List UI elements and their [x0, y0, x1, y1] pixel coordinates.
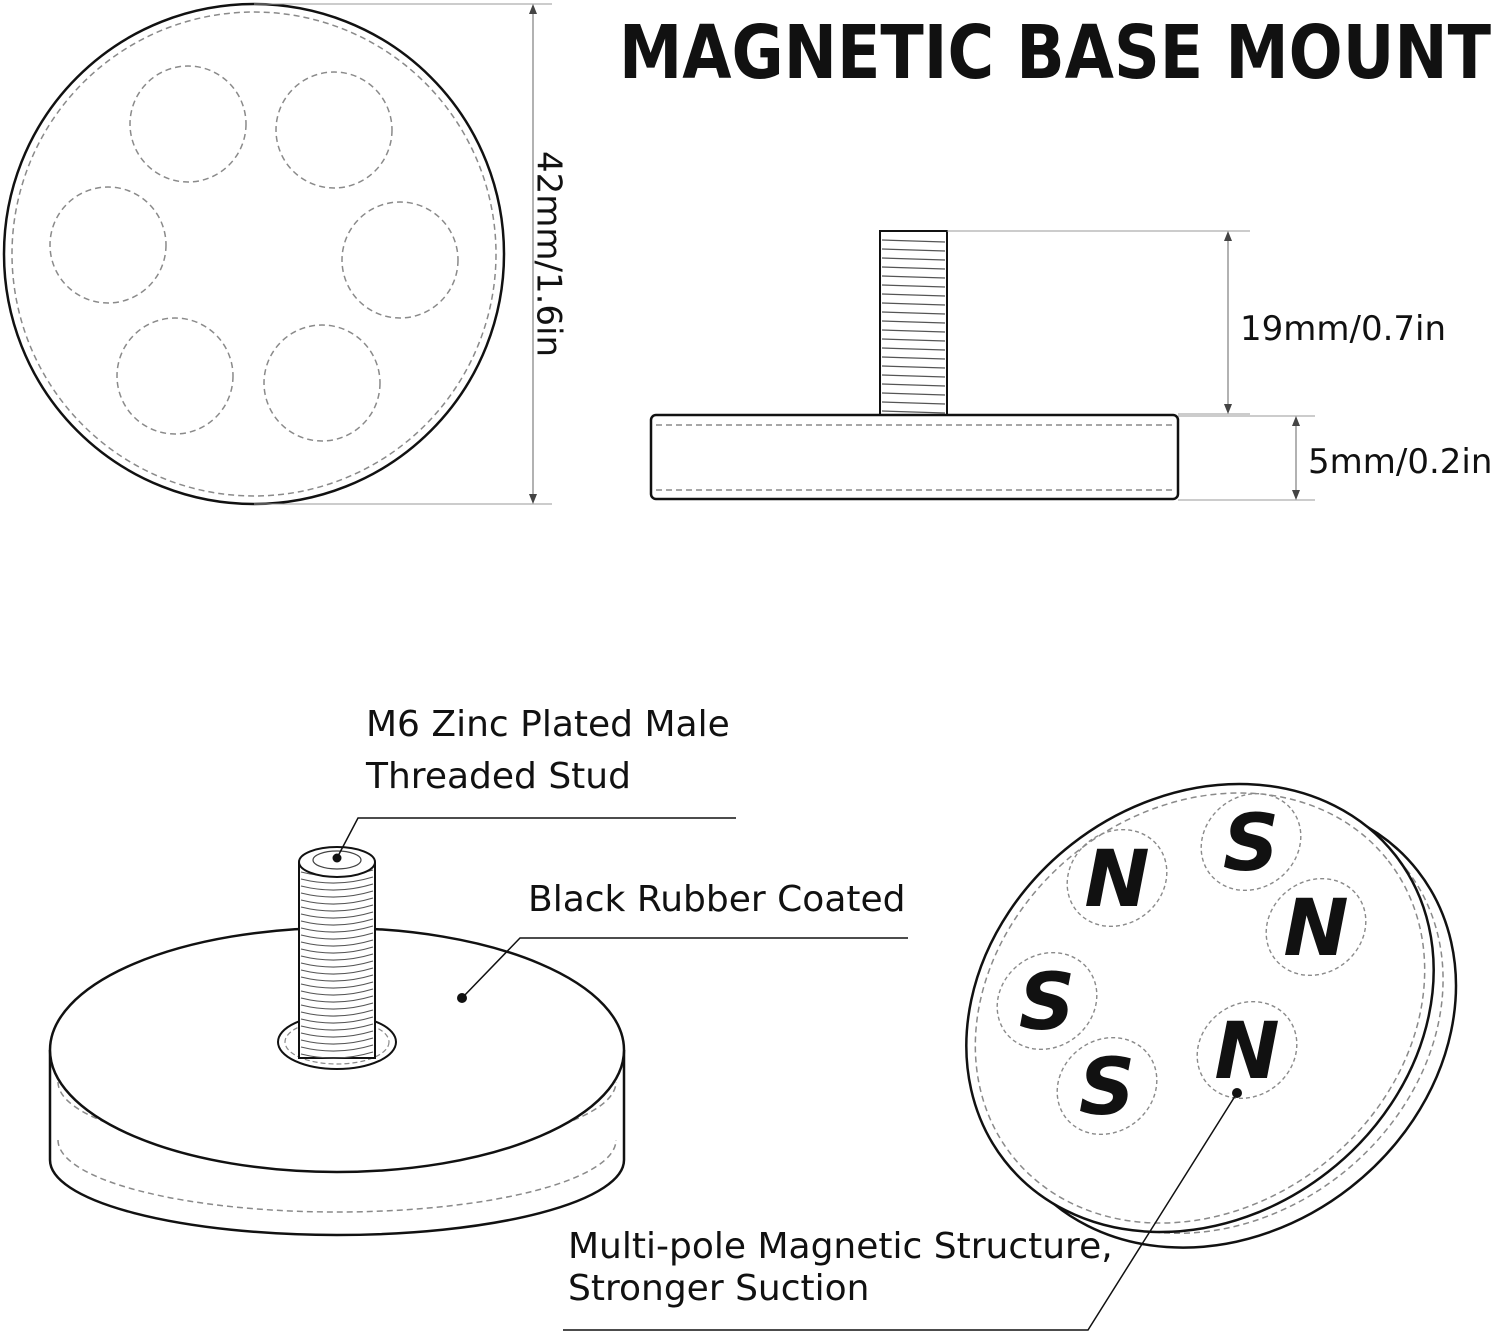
diameter-label: 42mm/1.6in	[529, 151, 569, 357]
coating-callout: Black Rubber Coated	[457, 879, 908, 1003]
magnet-pole: N	[1066, 828, 1168, 928]
base-side	[649, 413, 1180, 501]
magnet-pole: S	[1200, 792, 1302, 892]
magnet-callout: Multi-pole Magnetic Structure, Stronger …	[563, 1088, 1242, 1331]
magnet-pole: N	[1265, 877, 1367, 977]
base-thickness-dimension: 5mm/0.2in	[1178, 415, 1492, 501]
coating-callout-label: Black Rubber Coated	[528, 879, 906, 920]
magnet-callout-line2: Stronger Suction	[568, 1268, 869, 1309]
magnet-pole: N	[1196, 1000, 1298, 1100]
magnet-pocket	[116, 317, 234, 435]
disc-inner-dashed	[11, 11, 497, 497]
magnet-pocket	[275, 71, 393, 189]
magnet-callout-line1: Multi-pole Magnetic Structure,	[568, 1226, 1113, 1267]
pole-label: N	[1084, 835, 1149, 925]
diameter-dimension: 42mm/1.6in	[254, 3, 569, 505]
stud-height-label: 19mm/0.7in	[1240, 309, 1446, 349]
pole-label: S	[1019, 958, 1075, 1048]
magnet-pole: S	[1056, 1036, 1158, 1136]
magnet-pocket	[263, 324, 381, 442]
stud-callout-line2: Threaded Stud	[365, 756, 631, 797]
stud-threads	[300, 869, 374, 1059]
base-thickness-label: 5mm/0.2in	[1308, 442, 1492, 482]
magnet-pole: S	[996, 951, 1098, 1051]
pole-label: N	[1283, 884, 1348, 974]
disc-face	[965, 782, 1435, 1234]
pole-label: S	[1223, 799, 1279, 889]
stud-height-dimension: 19mm/0.7in	[947, 230, 1446, 415]
stud-threads	[881, 239, 946, 414]
magnet-pocket	[49, 186, 167, 304]
perspective-mount	[48, 846, 626, 1237]
page-title: MAGNETIC BASE MOUNT	[619, 10, 1491, 96]
pole-label: S	[1079, 1043, 1135, 1133]
pole-label: N	[1214, 1007, 1279, 1097]
stud-callout-line1: M6 Zinc Plated Male	[366, 704, 730, 745]
stud-callout: M6 Zinc Plated Male Threaded Stud	[336, 704, 736, 859]
magnet-pocket	[341, 201, 459, 319]
magnet-pocket	[129, 65, 247, 183]
side-view	[649, 230, 1180, 501]
